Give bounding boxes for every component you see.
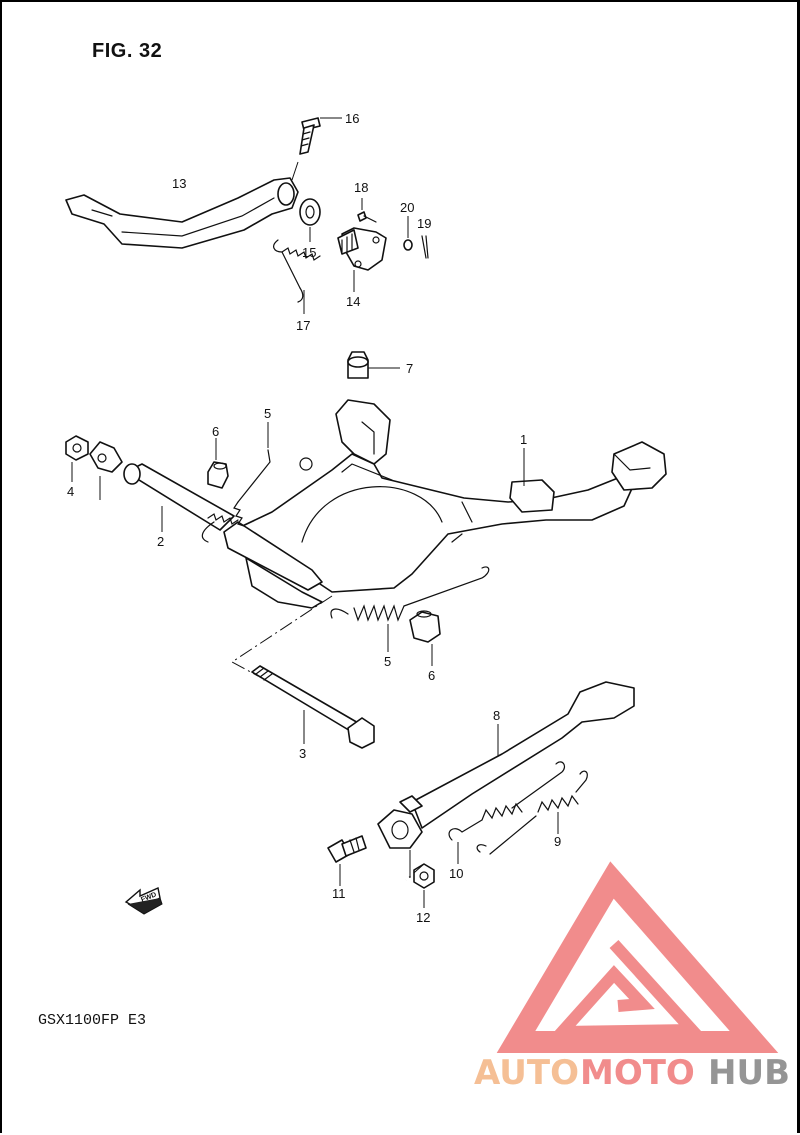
- center-stand: [223, 399, 667, 609]
- callout-17: 17: [296, 318, 310, 333]
- callout-6b: 6: [428, 668, 435, 683]
- figure-title: FIG. 32: [92, 40, 163, 62]
- pedal-shaft-14: [337, 227, 387, 292]
- side-stand-spring-10: [448, 761, 566, 864]
- washer-20: [403, 216, 413, 251]
- callout-11: 11: [332, 886, 346, 901]
- callout-5a: 5: [264, 406, 271, 421]
- side-stand-spring-9: [489, 770, 588, 855]
- pivot-shaft-2: [123, 463, 235, 532]
- watermark-word-hub: HUB: [708, 1053, 790, 1093]
- callout-1: 1: [520, 432, 527, 447]
- callout-15: 15: [302, 245, 316, 260]
- collar-6-upper: [207, 438, 229, 489]
- collar-6-lower: [409, 610, 441, 666]
- bracket-washer: [89, 441, 123, 500]
- pin-18: [357, 198, 377, 223]
- side-stand-8: [377, 681, 635, 878]
- callout-12: 12: [416, 910, 430, 925]
- brake-pedal: [65, 177, 299, 249]
- callout-4: 4: [67, 484, 74, 499]
- watermark-triangle-inner: [548, 939, 706, 1039]
- callout-8: 8: [493, 708, 500, 723]
- watermark-word-auto: AUTO: [474, 1053, 579, 1093]
- callout-3: 3: [299, 746, 306, 761]
- callout-14: 14: [346, 294, 360, 309]
- callout-10: 10: [449, 866, 463, 881]
- callout-9: 9: [554, 834, 561, 849]
- bolt-11: [327, 835, 367, 886]
- pivot-bolt-3: [251, 665, 375, 749]
- model-code: GSX1100FP E3: [38, 1012, 147, 1029]
- stand-spring-5-lower: [330, 566, 490, 652]
- callout-18: 18: [354, 180, 368, 195]
- watermark-triangle-outer: [496, 861, 779, 1053]
- cotter-pin-19: [421, 235, 429, 259]
- watermark-logo: AUTO MOTO HUB: [474, 861, 790, 1093]
- return-spring-17: [273, 239, 321, 314]
- nut-4: [65, 435, 89, 482]
- callout-20: 20: [400, 200, 414, 215]
- callout-2: 2: [157, 534, 164, 549]
- callout-13: 13: [172, 176, 186, 191]
- forward-arrow-icon: FWD: [124, 887, 163, 915]
- washer-15: [299, 198, 321, 242]
- callout-19: 19: [417, 216, 431, 231]
- stand-spring-5-upper: [201, 422, 271, 543]
- watermark-word-moto: MOTO: [580, 1053, 695, 1093]
- callout-7: 7: [406, 361, 413, 376]
- callout-5b: 5: [384, 654, 391, 669]
- nut-12: [405, 863, 435, 908]
- callout-6a: 6: [212, 424, 219, 439]
- stopper-7: [347, 351, 400, 379]
- bolt-16: [291, 117, 342, 181]
- callout-16: 16: [345, 111, 359, 126]
